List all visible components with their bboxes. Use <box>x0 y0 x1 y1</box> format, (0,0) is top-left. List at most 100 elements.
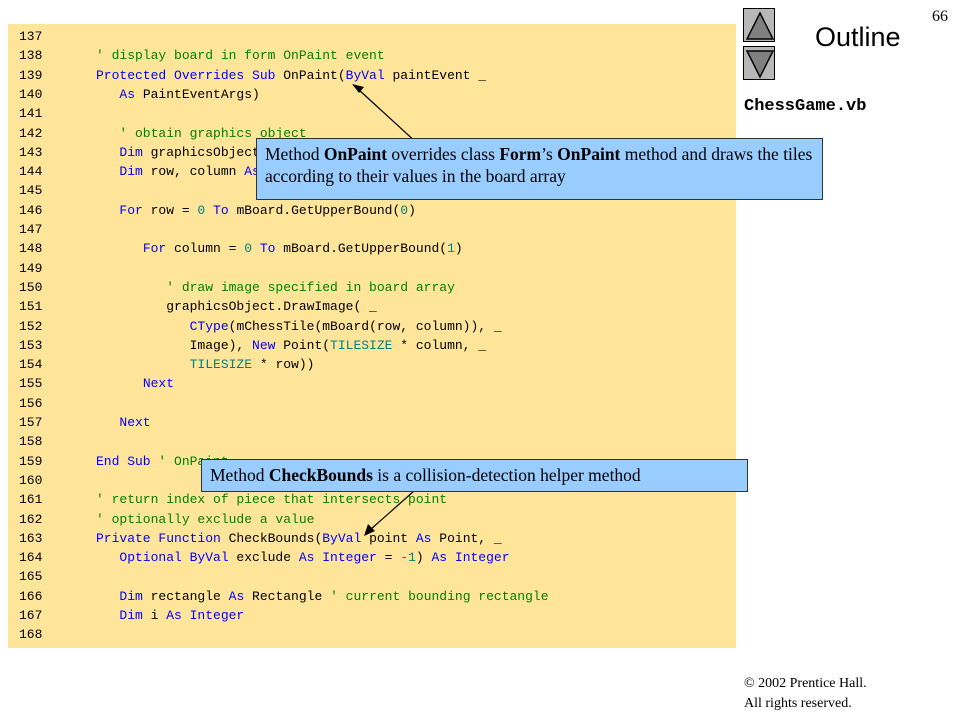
line-number: 155 <box>19 376 43 392</box>
code-token: ' draw image specified in board array <box>166 279 455 295</box>
code-token: * column, _ <box>392 337 487 353</box>
copyright-notice: © 2002 Prentice Hall. All rights reserve… <box>744 674 867 714</box>
code-token: 1 <box>447 241 455 257</box>
previous-slide-button[interactable] <box>743 8 775 42</box>
code-token: row, column <box>142 164 245 180</box>
code-token: column = <box>166 241 245 257</box>
code-text: Next <box>96 413 150 432</box>
code-token: (mChessTile(mBoard(row, column)), _ <box>228 318 502 334</box>
code-text: TILESIZE * row)) <box>96 355 315 374</box>
triangle-up-icon <box>745 11 775 40</box>
code-text: ' draw image specified in board array <box>96 278 455 297</box>
line-number: 151 <box>19 299 43 315</box>
code-token: As Integer <box>166 608 245 623</box>
line-number: 141 <box>19 106 43 122</box>
line-number: 153 <box>19 337 43 353</box>
line-number: 162 <box>19 511 43 527</box>
code-text: Next <box>96 374 174 393</box>
code-text: graphicsObject.DrawImage( _ <box>96 297 377 316</box>
code-token: New <box>252 337 276 353</box>
code-token: ' return index of piece that intersects … <box>96 492 448 508</box>
code-token: ByVal <box>322 530 362 546</box>
code-token: To <box>259 241 276 257</box>
callout-text: CheckBounds <box>268 465 373 485</box>
code-token: TILESIZE <box>189 357 253 373</box>
code-text: Optional ByVal exclude As Integer = -1) … <box>96 548 509 567</box>
line-number: 160 <box>19 472 43 488</box>
callout-text: Form <box>499 144 542 164</box>
line-number: 154 <box>19 357 43 373</box>
copyright-line: © 2002 Prentice Hall. <box>744 676 867 691</box>
code-token: As <box>119 86 136 102</box>
code-text: For row = 0 To mBoard.GetUpperBound(0) <box>96 201 416 220</box>
callout-text: method and draws the tiles according to … <box>265 144 813 186</box>
code-text: ' optionally exclude a value <box>96 510 314 529</box>
code-token: ByVal <box>345 67 385 83</box>
code-text: Private Function CheckBounds(ByVal point… <box>96 529 502 548</box>
rights-line: All rights reserved. <box>744 696 852 711</box>
callout-text: ’s <box>541 144 558 164</box>
checkbounds-callout: Method CheckBounds is a collision-detect… <box>201 459 748 492</box>
line-number: 142 <box>19 125 43 141</box>
line-number: 164 <box>19 550 43 566</box>
callout-text: overrides class <box>387 144 500 164</box>
code-token: ) <box>408 202 416 218</box>
code-token: As <box>228 588 245 604</box>
code-token: OnPaint( <box>275 67 346 83</box>
code-text: ' display board in form OnPaint event <box>96 46 385 65</box>
line-number: 143 <box>19 144 43 160</box>
code-token: mBoard.GetUpperBound( <box>275 241 448 257</box>
code-token: ' current bounding rectangle <box>330 588 549 604</box>
code-token: Point, _ <box>431 530 502 546</box>
code-text: Dim i As Integer <box>96 606 244 625</box>
code-token: End Sub <box>96 453 151 469</box>
code-token: ) <box>415 550 432 566</box>
code-token: Protected Overrides Sub <box>96 67 276 83</box>
code-token: ' display board in form OnPaint event <box>96 48 385 64</box>
onpaint-arrow <box>357 88 419 145</box>
line-number: 144 <box>19 164 43 180</box>
code-text: Protected Overrides Sub OnPaint(ByVal pa… <box>96 66 486 85</box>
code-token: Point( <box>275 337 331 353</box>
line-number: 159 <box>19 453 43 469</box>
line-number: 156 <box>19 395 43 411</box>
code-text: ' return index of piece that intersects … <box>96 490 447 509</box>
next-slide-button[interactable] <box>743 46 775 80</box>
code-token: ) <box>454 241 463 257</box>
code-text: End Sub ' OnPaint <box>96 452 229 471</box>
code-token: Optional ByVal <box>119 550 229 566</box>
code-token: = <box>376 550 401 566</box>
code-token: point <box>361 530 416 546</box>
code-token: As Integer <box>298 550 377 566</box>
code-token: * row)) <box>252 357 315 373</box>
line-number: 158 <box>19 434 43 450</box>
line-number: 168 <box>19 627 43 643</box>
code-token: 0 <box>244 241 253 257</box>
checkbounds-arrow <box>369 490 415 531</box>
code-token: 0 <box>400 202 409 218</box>
code-token: Image), <box>96 337 253 353</box>
code-token: Dim <box>119 588 143 604</box>
code-token: TILESIZE <box>330 337 393 353</box>
code-token: Rectangle <box>244 588 331 604</box>
file-name: ChessGame.vb <box>744 97 867 116</box>
code-token: ' obtain graphics object <box>119 125 307 141</box>
code-token: PaintEventArgs) <box>135 86 260 102</box>
code-token: 0 <box>197 202 206 218</box>
onpaint-arrowhead <box>352 84 364 93</box>
line-number: 145 <box>19 183 43 199</box>
code-token: For <box>119 202 143 218</box>
line-number: 149 <box>19 260 43 276</box>
callout-text: Method <box>210 465 269 485</box>
code-token: -1 <box>400 550 416 566</box>
callout-text: OnPaint <box>323 144 388 164</box>
checkbounds-arrowhead <box>364 524 375 536</box>
code-text: As PaintEventArgs) <box>96 85 260 104</box>
line-number: 150 <box>19 279 43 295</box>
code-token: mBoard.GetUpperBound( <box>228 202 401 218</box>
code-token: i <box>142 608 167 623</box>
code-token: graphicsObject.DrawImage( _ <box>96 299 377 315</box>
onpaint-callout: Method OnPaint overrides class Form’s On… <box>256 138 823 200</box>
